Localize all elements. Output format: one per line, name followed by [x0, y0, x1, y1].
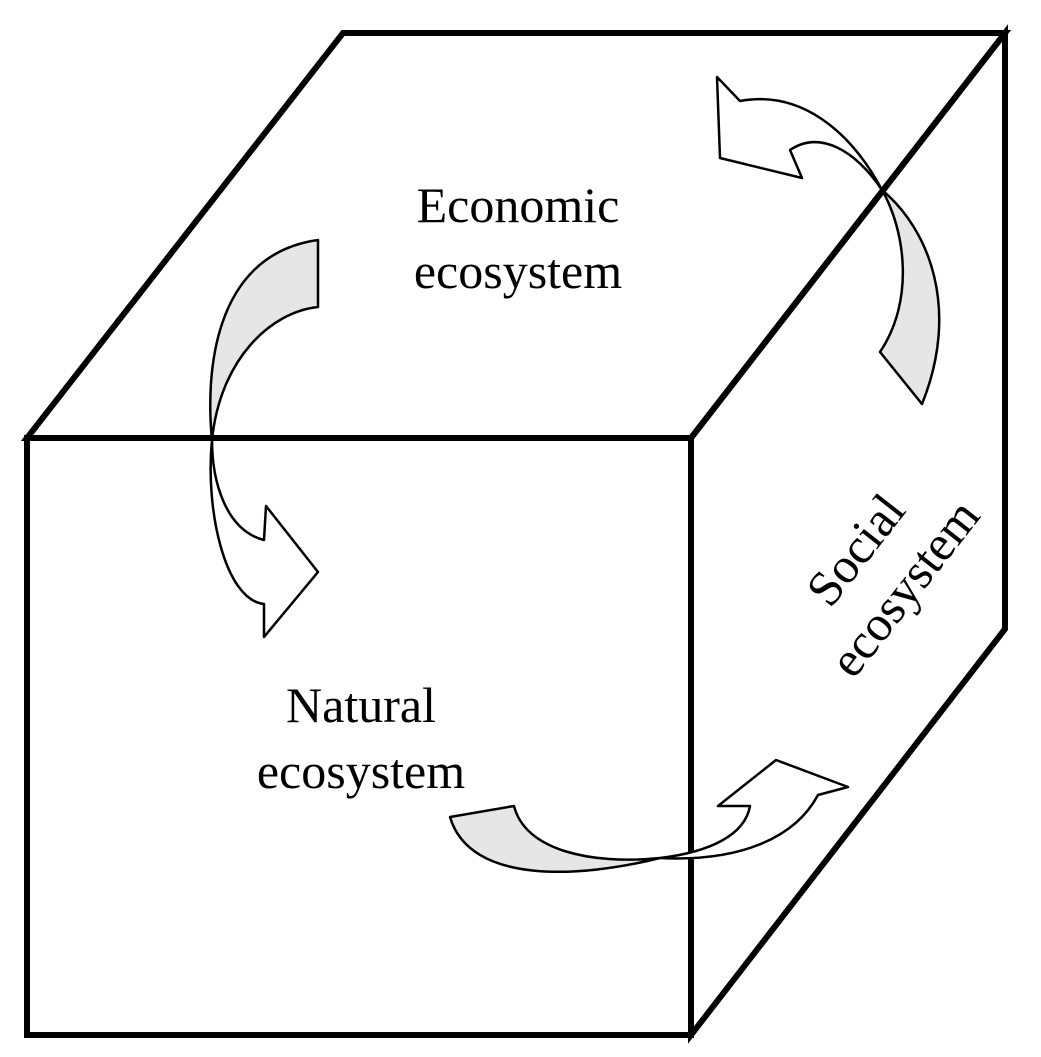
- natural-label-line1: Natural: [286, 677, 436, 733]
- arrow-economic-to-natural: [209, 238, 320, 639]
- arrow-natural-to-social-tail: [448, 804, 662, 874]
- cube-front-face: [24, 435, 694, 1038]
- economic-label-line2: ecosystem: [414, 243, 622, 299]
- social-ecosystem-label: Social ecosystem: [795, 483, 991, 687]
- economic-ecosystem-label: Economic ecosystem: [414, 177, 622, 299]
- arrow-social-to-economic: [715, 75, 941, 406]
- arrow-economic-to-natural-tail: [209, 238, 320, 442]
- cube: [20, 24, 1012, 1044]
- natural-label-line2: ecosystem: [257, 743, 465, 799]
- arrow-economic-to-natural-head: [209, 438, 320, 639]
- cube-top-face: [20, 30, 1012, 441]
- arrow-social-to-economic-tail: [878, 188, 941, 406]
- cube-right-face: [688, 24, 1008, 1044]
- arrow-natural-to-social-head: [658, 758, 850, 860]
- natural-ecosystem-label: Natural ecosystem: [257, 677, 465, 799]
- economic-label-line1: Economic: [417, 177, 620, 233]
- arrow-natural-to-social: [448, 758, 850, 874]
- arrow-social-to-economic-head: [715, 75, 884, 192]
